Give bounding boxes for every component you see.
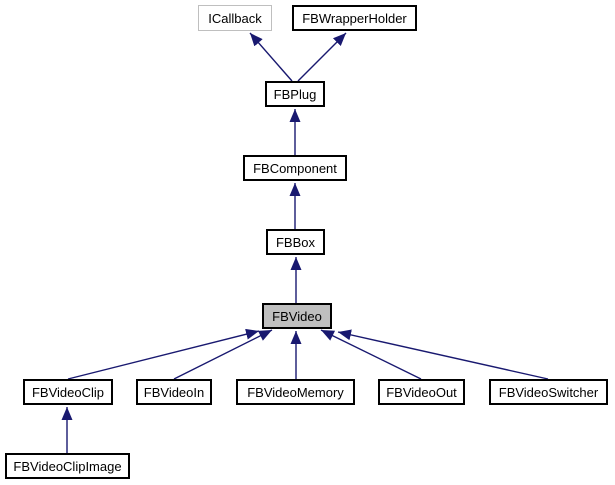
node-fbvideoswitcher[interactable]: FBVideoSwitcher [489,379,608,405]
edge-fbvideoswitcher-fbvideo [337,329,549,380]
node-fbvideoin[interactable]: FBVideoIn [136,379,212,405]
node-icallback: ICallback [198,5,272,31]
edge-fbvideoout-fbvideo [320,329,422,380]
node-fbplug[interactable]: FBPlug [265,81,325,107]
edge-fbplug-icallback [249,32,293,82]
node-fbvideo: FBVideo [262,303,332,329]
edge-fbvideoin-fbvideo [173,329,273,380]
node-fbvideoclipimage[interactable]: FBVideoClipImage [5,453,130,479]
node-fbvideoclip[interactable]: FBVideoClip [23,379,113,405]
node-fbvideomemory[interactable]: FBVideoMemory [236,379,355,405]
node-fbwrapperholder[interactable]: FBWrapperHolder [292,5,417,31]
edge-fbplug-fbwrapperholder [297,32,347,82]
node-fbcomponent[interactable]: FBComponent [243,155,347,181]
node-fbvideoout[interactable]: FBVideoOut [378,379,465,405]
node-fbbox[interactable]: FBBox [266,229,325,255]
edge-fbvideoclip-fbvideo [67,328,260,380]
